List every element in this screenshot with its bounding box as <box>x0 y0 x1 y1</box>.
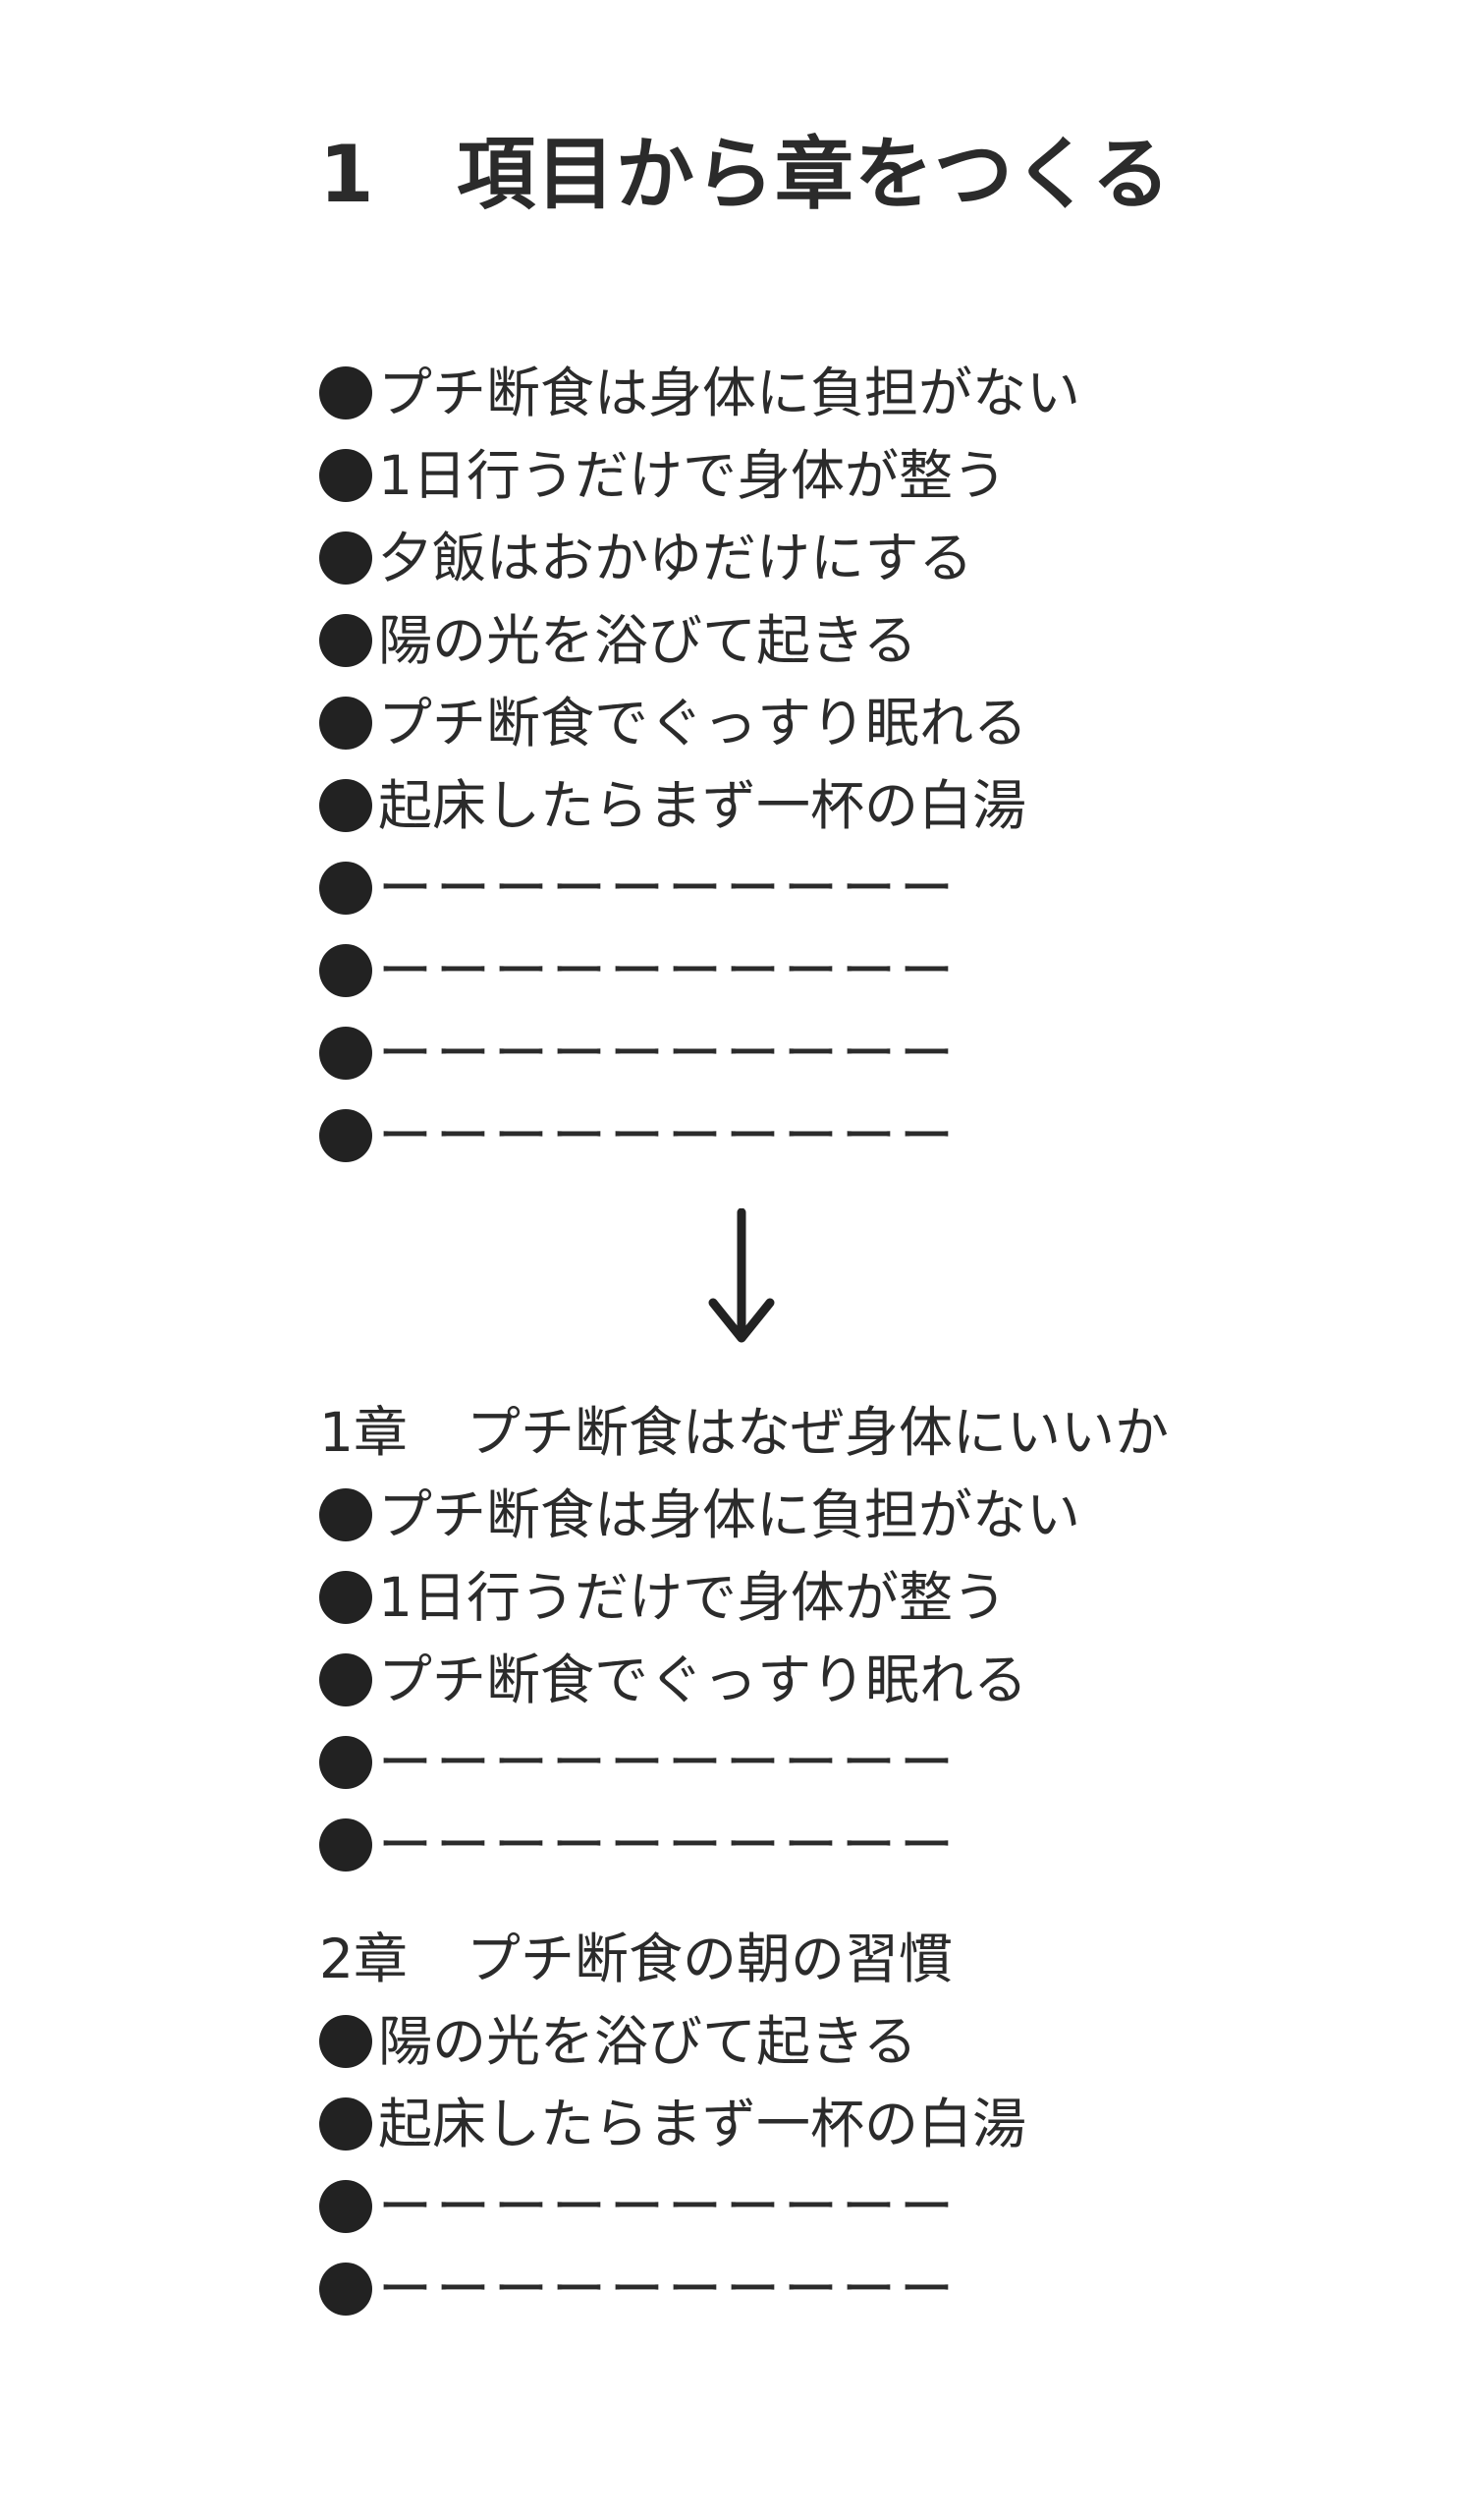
list-item-placeholder: ーーーーーーーーーー <box>319 2165 1026 2248</box>
placeholder-dashes: ーーーーーーーーーー <box>378 1813 959 1876</box>
placeholder-dashes: ーーーーーーーーーー <box>378 1021 959 1085</box>
bullet-icon <box>319 697 372 750</box>
list-item-text: プチ断食は身体に負担がない <box>378 1482 1081 1546</box>
list-item-text: プチ断食でぐっすり眠れる <box>378 691 1028 754</box>
bullet-icon <box>319 1109 372 1162</box>
bullet-icon <box>319 1653 372 1706</box>
list-item: プチ断食は身体に負担がない <box>319 1474 1169 1556</box>
list-item-text: 1日行うだけで身体が整う <box>378 1565 1007 1629</box>
list-item: 陽の光を浴びて起きる <box>319 2000 1026 2083</box>
list-item-placeholder: ーーーーーーーーーー <box>319 1094 1080 1177</box>
section-number: 1 <box>319 129 375 220</box>
list-item-text: プチ断食は身体に負担がない <box>378 361 1081 424</box>
list-item: 夕飯はおかゆだけにする <box>319 517 1080 599</box>
chapter-heading: 2章プチ断食の朝の習慣 <box>319 1918 1026 2000</box>
placeholder-dashes: ーーーーーーーーーー <box>378 856 959 920</box>
list-item: 起床したらまず一杯の白湯 <box>319 764 1080 847</box>
bullet-icon <box>319 2015 372 2068</box>
list-item: 1日行うだけで身体が整う <box>319 1556 1169 1639</box>
list-item-placeholder: ーーーーーーーーーー <box>319 1721 1169 1804</box>
list-item: プチ断食でぐっすり眠れる <box>319 682 1080 764</box>
bullet-icon <box>319 2263 372 2316</box>
bullet-icon <box>319 614 372 667</box>
list-item-placeholder: ーーーーーーーーーー <box>319 929 1080 1012</box>
list-item-text: 起床したらまず一杯の白湯 <box>378 2092 1027 2155</box>
bullet-icon <box>319 2097 372 2151</box>
list-item-text: プチ断食でぐっすり眠れる <box>378 1648 1028 1711</box>
list-item-text: 陽の光を浴びて起きる <box>378 2009 917 2073</box>
placeholder-dashes: ーーーーーーーーーー <box>378 2174 959 2238</box>
bullet-icon <box>319 531 372 585</box>
bullet-icon <box>319 1818 372 1872</box>
placeholder-dashes: ーーーーーーーーーー <box>378 1730 959 1794</box>
list-item-placeholder: ーーーーーーーーーー <box>319 1012 1080 1094</box>
bullet-icon <box>319 1571 372 1624</box>
list-item-text: 起床したらまず一杯の白湯 <box>378 773 1027 837</box>
bullet-icon <box>319 366 372 419</box>
bullet-icon <box>319 2180 372 2233</box>
list-item-placeholder: ーーーーーーーーーー <box>319 847 1080 929</box>
chapter-1-section: 1章プチ断食はなぜ身体にいいか プチ断食は身体に負担がない 1日行うだけで身体が… <box>319 1391 1169 1886</box>
placeholder-dashes: ーーーーーーーーーー <box>378 2257 959 2320</box>
chapter-title: プチ断食の朝の習慣 <box>467 1927 954 1990</box>
bullet-icon <box>319 944 372 997</box>
placeholder-dashes: ーーーーーーーーーー <box>378 938 959 1002</box>
list-item-text: 陽の光を浴びて起きる <box>378 608 917 672</box>
chapter-2-section: 2章プチ断食の朝の習慣 陽の光を浴びて起きる 起床したらまず一杯の白湯 ーーーー… <box>319 1918 1026 2330</box>
bullet-icon <box>319 1488 372 1541</box>
bullet-icon <box>319 862 372 915</box>
item-list: プチ断食は身体に負担がない 1日行うだけで身体が整う 夕飯はおかゆだけにする 陽… <box>319 352 1080 1177</box>
list-item-text: 1日行うだけで身体が整う <box>378 443 1007 507</box>
list-item: プチ断食でぐっすり眠れる <box>319 1639 1169 1721</box>
chapter-number: 2章 <box>319 1927 408 1990</box>
list-item-placeholder: ーーーーーーーーーー <box>319 1804 1169 1886</box>
list-item-text: 夕飯はおかゆだけにする <box>378 526 973 589</box>
chapter-title: プチ断食はなぜ身体にいいか <box>467 1400 1170 1464</box>
list-item: 陽の光を浴びて起きる <box>319 599 1080 682</box>
down-arrow-icon <box>708 1208 775 1343</box>
chapter-number: 1章 <box>319 1400 408 1464</box>
list-item: 起床したらまず一杯の白湯 <box>319 2083 1026 2165</box>
section-title-text: 項目から章をつくる <box>457 129 1172 220</box>
bullet-icon <box>319 1736 372 1789</box>
bullet-icon <box>319 1027 372 1080</box>
list-item: プチ断食は身体に負担がない <box>319 352 1080 434</box>
bullet-icon <box>319 779 372 832</box>
placeholder-dashes: ーーーーーーーーーー <box>378 1103 959 1167</box>
list-item: 1日行うだけで身体が整う <box>319 434 1080 517</box>
list-item-placeholder: ーーーーーーーーーー <box>319 2248 1026 2330</box>
chapter-heading: 1章プチ断食はなぜ身体にいいか <box>319 1391 1169 1474</box>
bullet-icon <box>319 449 372 502</box>
